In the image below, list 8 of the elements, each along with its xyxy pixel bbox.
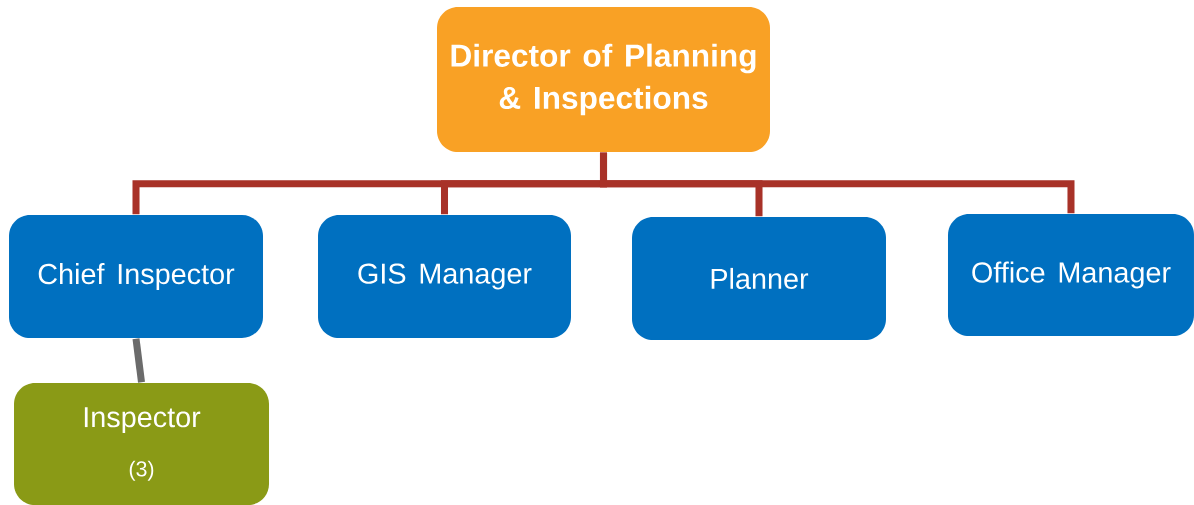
- position-box: Planner: [632, 217, 886, 340]
- director-box: Director of Planning & Inspections: [437, 7, 770, 152]
- connector-line: [132, 338, 145, 383]
- position-box: Office Manager: [948, 214, 1194, 336]
- staff-box: Inspector (3): [14, 383, 269, 505]
- position-box: GIS Manager: [318, 215, 571, 338]
- connector-line: [600, 152, 1075, 214]
- position-box: Chief Inspector: [9, 215, 263, 338]
